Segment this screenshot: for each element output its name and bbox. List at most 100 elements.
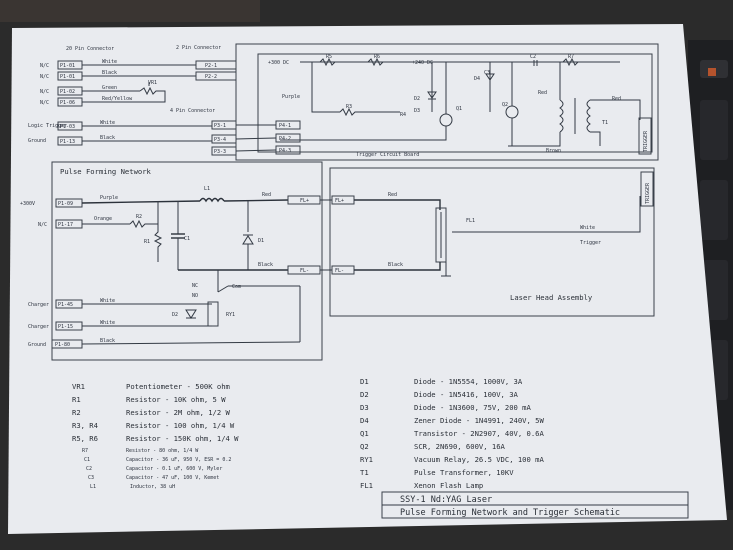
fl1-label: FL1	[466, 218, 475, 224]
pin-label: P1-80	[55, 342, 70, 348]
part-label: C1	[184, 236, 190, 242]
legend-ref: D1	[360, 377, 369, 386]
trigger-tag-label: TRIGGER	[645, 182, 651, 204]
relay-label: NC	[192, 283, 198, 289]
pin-label: P3-1	[214, 123, 226, 129]
wire-label: Brown	[546, 148, 561, 154]
trigger-board-title: Trigger Circuit Board	[356, 152, 419, 158]
legend-desc: Transistor - 2N2907, 40V, 0.6A	[414, 429, 544, 438]
device-indicator	[708, 68, 716, 76]
part-label: L1	[204, 186, 210, 192]
legend-ref: FL1	[360, 481, 373, 490]
pin-label: P1-13	[60, 139, 75, 145]
pin-label: P4-2	[279, 136, 291, 142]
wire-label: Black	[100, 338, 115, 344]
pin-side-label: N/C	[38, 222, 47, 228]
wire-label: Black	[102, 70, 117, 76]
voltage-label: +240 DC	[412, 60, 433, 66]
wire-label: White	[102, 59, 117, 65]
legend-ref: D2	[360, 390, 369, 399]
top-pin-row: N/C P1-01 Black P2-2	[40, 70, 237, 81]
wire-label: Red	[262, 192, 271, 198]
pin-label: FL-	[300, 268, 309, 274]
wire-label: Purple	[100, 195, 118, 201]
part-label: R6	[374, 54, 380, 60]
legend-ref: R3, R4	[72, 421, 98, 430]
legend-ref: D4	[360, 416, 369, 425]
pin-side-label: Ground	[28, 138, 46, 144]
trigger-pin-row: Ground P1-13 Black P3-4	[28, 134, 237, 146]
laser-head-outline	[329, 167, 655, 317]
part-label: Q2	[502, 102, 508, 108]
legend-desc: Xenon Flash Lamp	[414, 481, 483, 490]
pin-label: P4-1	[279, 123, 291, 129]
legend-ref: R1	[72, 395, 81, 404]
wire-label: Red	[612, 96, 621, 102]
trigger-board-outline	[235, 43, 659, 161]
legend-desc: Zener Diode - 1N4991, 240V, 5W	[414, 416, 544, 425]
part-label: T1	[602, 120, 608, 126]
legend-ref: D3	[360, 403, 369, 412]
pin-label: P1-03	[60, 124, 75, 130]
trigger-label: Trigger	[580, 240, 601, 246]
top-pin-row: N/C P1-06 Red/Yellow	[40, 96, 140, 107]
part-label: R2	[136, 214, 142, 220]
legend-ref: C1	[84, 457, 90, 463]
pin-label: P1-09	[58, 201, 73, 207]
legend-desc: Vacuum Relay, 26.5 VDC, 100 mA	[414, 455, 544, 464]
legend-desc: Resistor - 80 ohm, 1/4 W	[126, 448, 199, 454]
legend-desc: Resistor - 2M ohm, 1/2 W	[126, 408, 231, 417]
pin-label: P1-02	[60, 89, 75, 95]
legend-desc: Potentiometer - 500K ohm	[126, 382, 230, 391]
pfn-title: Pulse Forming Network	[60, 167, 152, 176]
part-label: D3	[414, 108, 420, 114]
part-label: D4	[474, 76, 480, 82]
part-label: Q1	[456, 106, 462, 112]
pin-label: P4-3	[279, 148, 291, 154]
legend-ref: Q1	[360, 429, 369, 438]
pin-side-label: N/C	[40, 63, 49, 69]
device-key	[700, 100, 728, 160]
part-label: R4	[400, 112, 406, 118]
relay-coil	[207, 301, 219, 327]
legend-desc: Pulse Transformer, 10KV	[414, 468, 514, 477]
part-label: R1	[144, 239, 150, 245]
part-label: C3	[484, 70, 490, 76]
part-label: C2	[530, 54, 536, 60]
flash-lamp	[435, 207, 447, 263]
pin-side-label: N/C	[40, 74, 49, 80]
legend-ref: R7	[82, 448, 88, 454]
part-label: RY1	[226, 312, 235, 318]
pin-label: P1-45	[58, 302, 73, 308]
wire-label: Green	[102, 85, 117, 91]
title-line-2: Pulse Forming Network and Trigger Schema…	[400, 508, 620, 518]
connector-4pin-label: 4 Pin Connector	[170, 108, 215, 114]
connector-20pin-label: 20 Pin Connector	[66, 46, 114, 52]
pin-label: FL+	[300, 198, 309, 204]
connector-2pin-label: 2 Pin Connector	[176, 45, 221, 51]
legend-ref: L1	[90, 484, 96, 490]
legend-desc: SCR, 2N690, 600V, 16A	[414, 442, 506, 451]
wire-label: White	[100, 298, 115, 304]
pin-label: P3-4	[214, 137, 226, 143]
pin-label: P1-01	[60, 63, 75, 69]
pin-label: P1-01	[60, 74, 75, 80]
connector-section: 20 Pin Connector 2 Pin Connector 4 Pin C…	[28, 45, 237, 156]
legend-desc: Resistor - 10K ohm, 5 W	[126, 395, 226, 404]
pin-side-label: Ground	[28, 342, 46, 348]
pin-side-label: N/C	[40, 100, 49, 106]
wire-label: Black	[388, 262, 403, 268]
legend-ref: C3	[88, 475, 94, 481]
pin-label: P1-06	[60, 100, 75, 106]
legend-desc: Capacitor - 47 uF, 100 V, Kemet	[126, 475, 219, 481]
pin-side-label: Logic Trigger	[28, 123, 67, 129]
pin-label: FL+	[335, 198, 344, 204]
pfn-outline	[51, 161, 323, 361]
pulse-forming-network: Pulse Forming Network +300V P1-09 Purple…	[20, 161, 323, 361]
voltage-label: +300 DC	[268, 60, 289, 66]
legend-ref: R2	[72, 408, 81, 417]
laser-head-assembly: FL+ FL- Red FL1 Black White Trigger TRIG…	[320, 167, 655, 317]
legend-desc: Capacitor - 36 uF, 950 V, ESR = 0.2	[126, 457, 231, 463]
desk-edge	[0, 0, 260, 22]
